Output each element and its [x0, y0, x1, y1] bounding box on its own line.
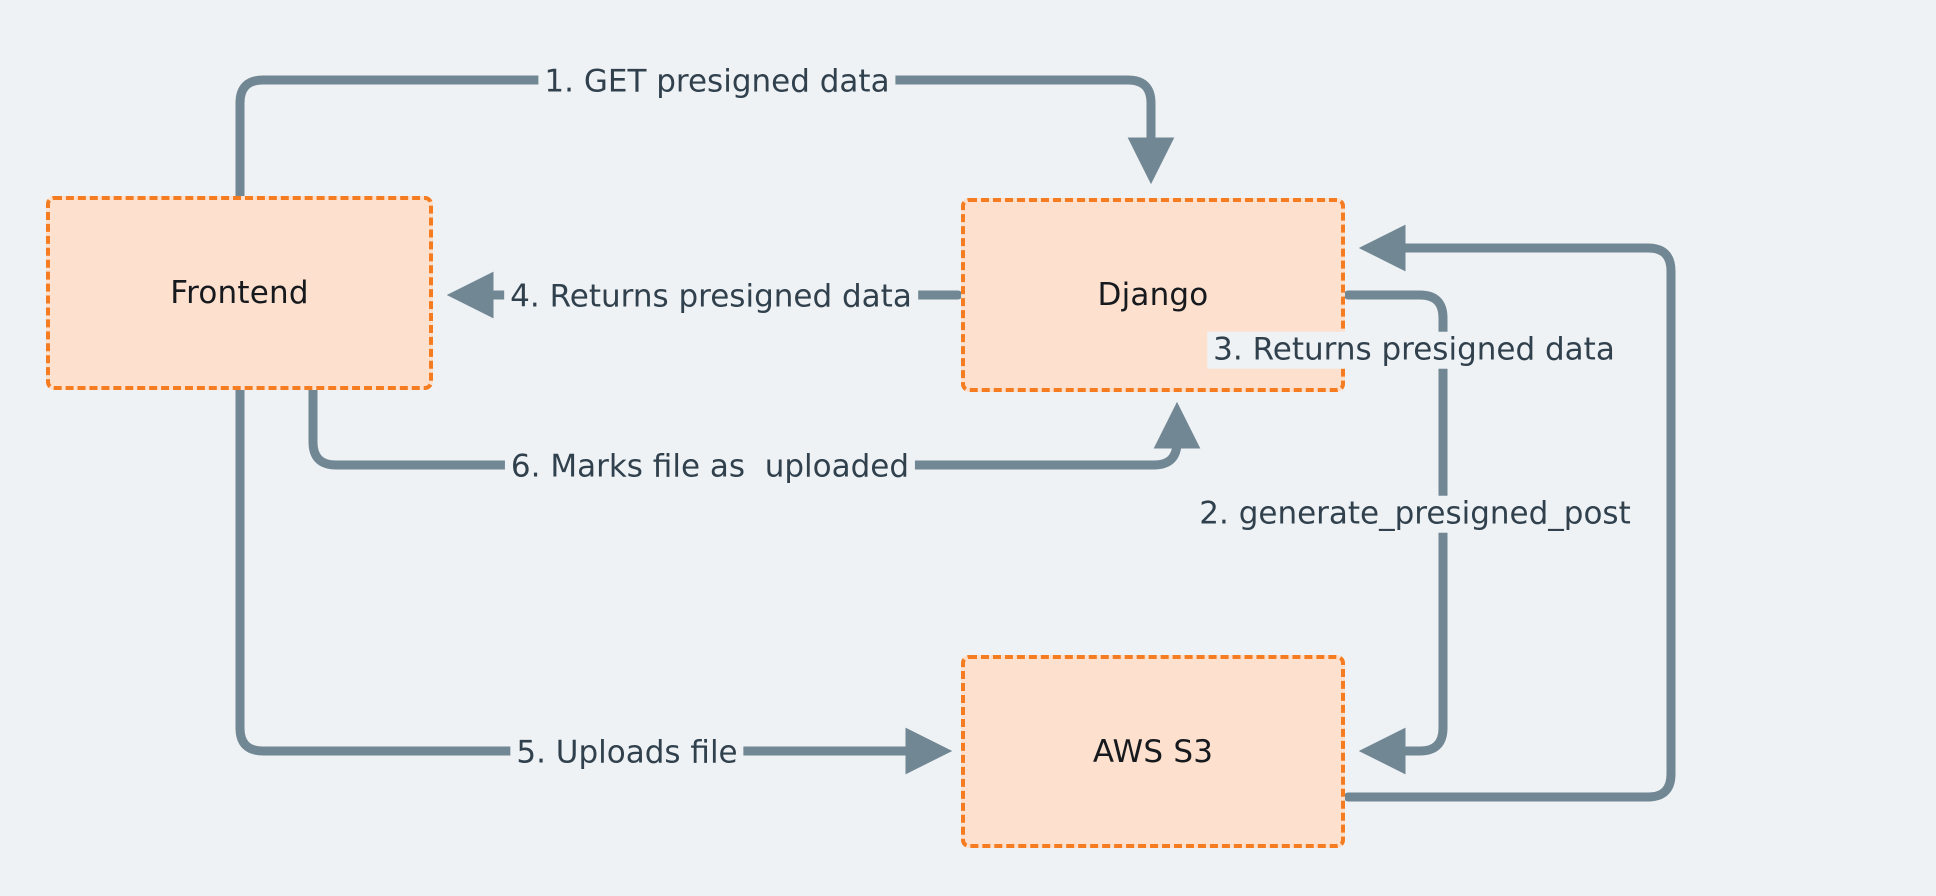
edge-label-3: 3. Returns presigned data: [1207, 331, 1621, 369]
node-frontend-label: Frontend: [170, 275, 309, 311]
node-django-label: Django: [1097, 277, 1209, 313]
edge-path-5: [235, 385, 953, 775]
edge-label-2: 2. generate_presigned_post: [1193, 495, 1637, 533]
edge-label-1: 1. GET presigned data: [538, 63, 896, 101]
edge-label-5: 5. Uploads file: [510, 734, 744, 772]
edge-label-4: 4. Returns presigned data: [504, 278, 918, 316]
node-aws-s3[interactable]: AWS S3: [961, 655, 1345, 848]
edge-label-6: 6. Marks file as uploaded: [504, 448, 916, 486]
node-frontend[interactable]: Frontend: [46, 196, 433, 390]
node-aws-s3-label: AWS S3: [1092, 733, 1214, 770]
edge-path-3: [1343, 224, 1676, 802]
